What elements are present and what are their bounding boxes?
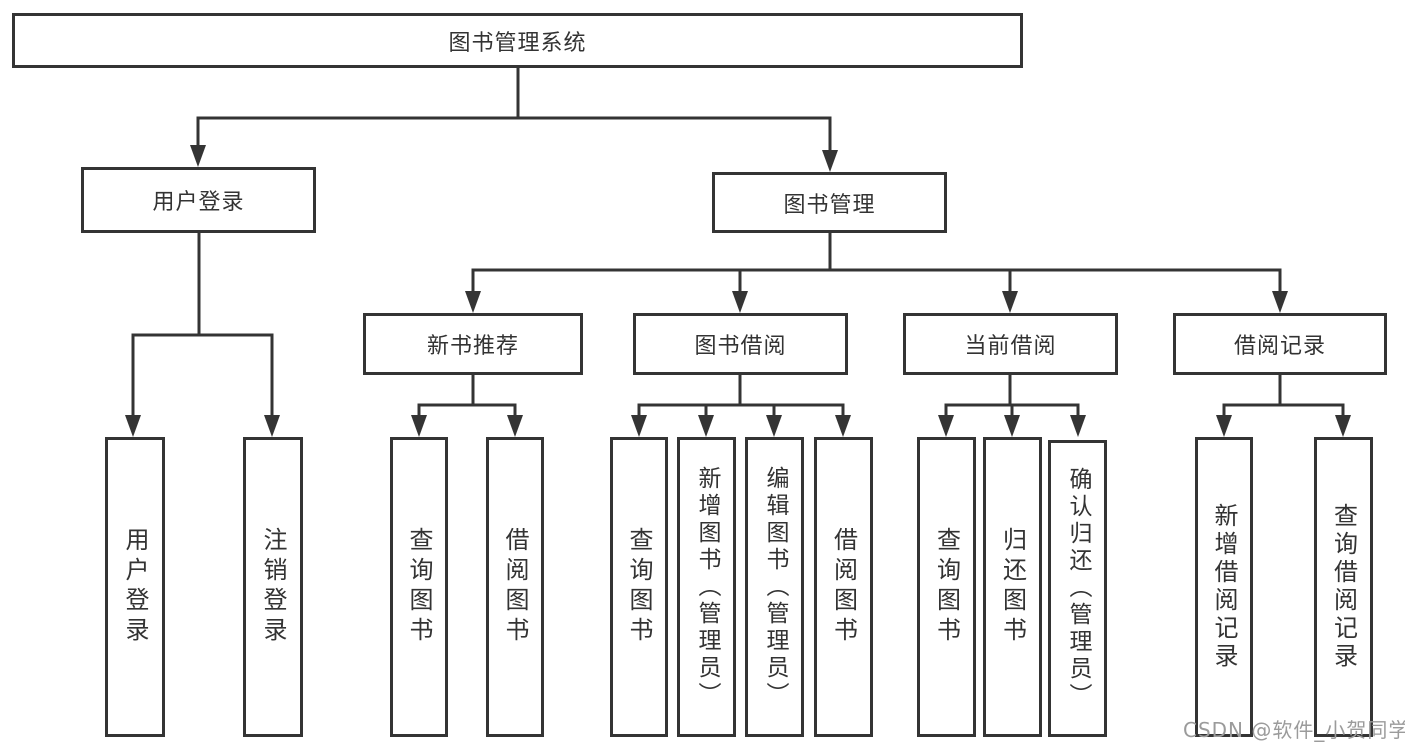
leaf-records-add-record: 新增借阅记录 (1195, 437, 1253, 737)
arrowheads (125, 145, 1351, 437)
leaf-current-confirm-return-admin: 确认归还（管理员） (1048, 440, 1107, 737)
node-book-borrow: 图书借阅 (633, 313, 848, 375)
node-book-management: 图书管理 (712, 172, 947, 233)
node-library-management-system: 图书管理系统 (12, 13, 1023, 68)
node-new-book-recommend: 新书推荐 (363, 313, 583, 375)
leaf-borrow-add-books-admin: 新增图书（管理员） (677, 437, 736, 737)
watermark: CSDN @软件_小贺同学 (1183, 718, 1405, 742)
leaf-records-query-record: 查询借阅记录 (1314, 437, 1373, 737)
node-user-login: 用户登录 (81, 167, 316, 233)
leaf-borrow-borrow-books: 借阅图书 (814, 437, 873, 737)
leaf-borrow-edit-books-admin: 编辑图书（管理员） (745, 437, 804, 737)
leaf-logout: 注销登录 (243, 437, 303, 737)
node-current-borrow: 当前借阅 (903, 313, 1118, 375)
leaf-current-query-books: 查询图书 (917, 437, 976, 737)
leaf-user-login: 用户登录 (105, 437, 165, 737)
leaf-newbook-query-books: 查询图书 (390, 437, 448, 737)
node-borrow-records: 借阅记录 (1173, 313, 1387, 375)
leaf-current-return-books: 归还图书 (983, 437, 1042, 737)
leaf-borrow-query-books: 查询图书 (610, 437, 668, 737)
leaf-newbook-borrow-books: 借阅图书 (486, 437, 544, 737)
